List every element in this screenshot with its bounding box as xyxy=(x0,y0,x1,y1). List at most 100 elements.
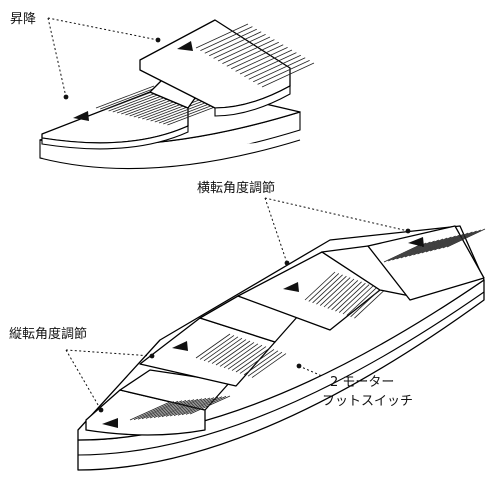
pedal-rib xyxy=(442,229,481,249)
pedal-rib xyxy=(215,340,251,366)
pedal-rib xyxy=(239,49,293,75)
label-lift: 昇降 xyxy=(10,12,36,27)
left-pedal[interactable] xyxy=(41,85,226,150)
label-vertical-angle: 縦転角度調節 xyxy=(9,326,87,342)
pedal-rib xyxy=(404,238,444,258)
pedal-rib xyxy=(149,399,191,419)
pedal-rib xyxy=(319,277,351,306)
pedal-rib xyxy=(327,280,359,309)
right-pedal[interactable] xyxy=(139,19,315,117)
triangle-arrow-icon xyxy=(172,341,188,351)
pedal-rib xyxy=(141,400,183,420)
pedal-rib xyxy=(154,99,213,123)
pedal-rib xyxy=(177,396,219,416)
pedal-rib xyxy=(388,242,427,262)
pedal-rib xyxy=(239,349,275,374)
pedal-rib xyxy=(350,288,381,318)
label-motor-line1: 2 モーター xyxy=(330,375,394,390)
pedal-rib xyxy=(153,399,195,418)
pedal-rib xyxy=(150,98,209,122)
pedal-rib xyxy=(438,230,477,250)
pedal-rib xyxy=(392,241,431,261)
pedal-rib xyxy=(129,401,171,421)
triangle-arrow-icon xyxy=(73,111,89,121)
two-pedal-switch: 昇降 xyxy=(10,12,315,170)
pedal-rib xyxy=(200,26,253,51)
pedal-rib xyxy=(169,397,211,417)
pedal-rib xyxy=(396,240,435,260)
label-horizontal-angle: 横転角度調節 xyxy=(197,180,275,196)
pedal-rib xyxy=(253,57,306,83)
pedal-rib xyxy=(409,237,448,257)
pedal-rib xyxy=(222,39,275,64)
pedal-rib xyxy=(421,234,460,254)
pedal-rib xyxy=(185,396,227,415)
pedal-rib xyxy=(223,343,259,369)
pedal-rib xyxy=(243,350,279,376)
pedal-rib xyxy=(312,274,343,304)
pedal-rib xyxy=(219,342,255,367)
pedal-rib xyxy=(338,284,370,313)
pedal-rib xyxy=(413,236,452,256)
pedal-rib xyxy=(181,396,223,416)
pedal-vertical-1[interactable] xyxy=(85,369,231,436)
pedal-rib xyxy=(173,397,215,416)
triangle-arrow-icon xyxy=(408,237,424,247)
pedal-rib xyxy=(133,401,175,420)
pedal-rib xyxy=(213,34,266,59)
pedal-horizontal-2[interactable] xyxy=(367,225,486,301)
pedal-rib xyxy=(308,273,340,302)
pedal-rib xyxy=(346,287,378,316)
pedal-rib xyxy=(335,282,366,312)
pedal-rib xyxy=(383,243,423,263)
pedal-rib xyxy=(417,235,456,255)
pedal-rib xyxy=(195,23,249,49)
pedal-rib xyxy=(425,233,465,253)
pedal-rib xyxy=(446,228,486,248)
pedal-rib xyxy=(261,62,315,88)
pedal-rib xyxy=(95,85,155,109)
pedal-rib xyxy=(304,271,336,301)
pedal-rib xyxy=(247,351,283,377)
pedal-rib xyxy=(251,353,287,378)
pedal-rib xyxy=(165,398,207,417)
pedal-rib xyxy=(400,239,439,259)
triangle-arrow-icon xyxy=(102,418,118,428)
pedal-rib xyxy=(146,97,205,121)
pedal-vertical-2[interactable] xyxy=(139,317,287,387)
pedal-rib xyxy=(161,398,203,418)
pedal-rib xyxy=(235,47,288,72)
pedal-rib xyxy=(231,44,284,70)
pedal-rib xyxy=(195,333,231,359)
pedal-rib xyxy=(209,31,262,57)
pedal-rib xyxy=(137,400,179,420)
pedal-rib xyxy=(207,337,243,363)
pedal-rib xyxy=(189,395,231,415)
pedal-rib xyxy=(145,400,187,419)
pedal-horizontal-1[interactable] xyxy=(237,251,385,331)
pedal-rib xyxy=(199,335,235,360)
triangle-arrow-icon xyxy=(283,282,299,292)
pedal-rib xyxy=(342,285,374,315)
pedal-rib xyxy=(235,347,271,373)
pedal-rib xyxy=(248,54,301,80)
pedal-rib xyxy=(434,231,473,251)
pedal-rib xyxy=(203,336,239,362)
pedal-rib xyxy=(354,289,385,319)
pedal-rib xyxy=(217,36,271,62)
label-motor-line2: フットスイッチ xyxy=(322,394,413,409)
pedal-rib xyxy=(204,28,257,54)
pedal-rib xyxy=(231,346,267,371)
pedal-rib xyxy=(323,278,355,308)
pedal-rib xyxy=(157,398,199,418)
pedal-rib xyxy=(316,275,347,305)
pedal-rib xyxy=(257,60,310,85)
pedal-rib xyxy=(211,339,247,364)
pedal-rib xyxy=(244,52,297,77)
four-pedal-switch: 横転角度調節 縦転角度調節 2 モーター フットスイッチ xyxy=(9,180,486,471)
pedal-rib xyxy=(331,281,362,311)
pedal-rib xyxy=(100,86,159,110)
pedal-rib xyxy=(226,41,279,67)
pedal-rib xyxy=(430,232,469,252)
